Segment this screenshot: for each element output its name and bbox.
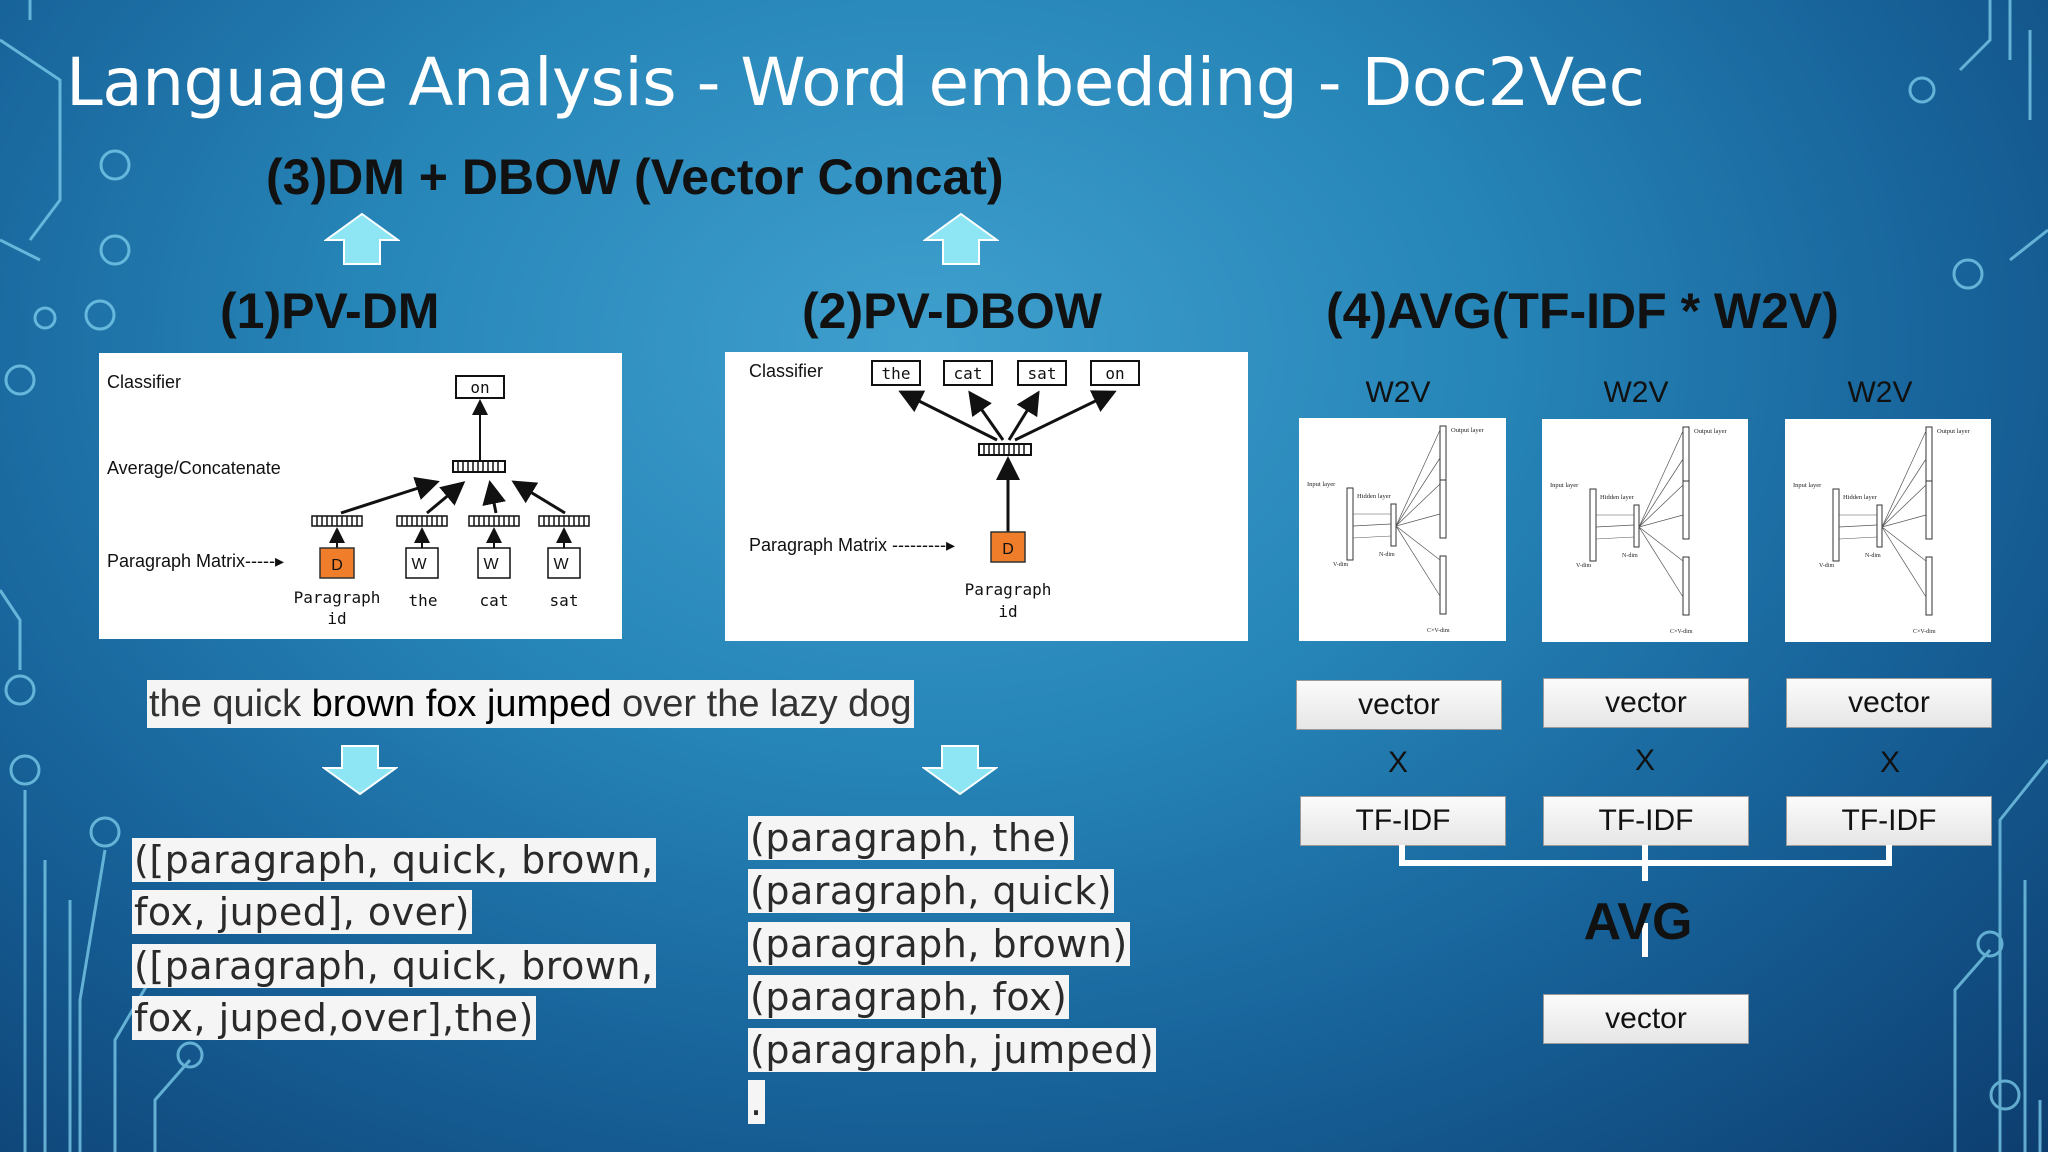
- svg-text:Hidden layer: Hidden layer: [1600, 494, 1635, 501]
- w-box-the: [405, 547, 439, 579]
- svg-text:C×V-dim: C×V-dim: [1670, 629, 1693, 635]
- down-arrow-left: [322, 745, 398, 796]
- svg-text:Output layer: Output layer: [1451, 427, 1485, 434]
- avg-connector: [1399, 845, 1892, 957]
- concat-vector: [452, 460, 506, 473]
- dbow-sample-4: (paragraph, fox): [748, 975, 1070, 1019]
- pv-dm-heading: (1)PV-DM: [220, 283, 440, 339]
- svg-text:Input layer: Input layer: [1793, 482, 1822, 489]
- d-box: [319, 547, 355, 579]
- classifier-label: Classifier: [107, 372, 181, 392]
- svg-text:N-dim: N-dim: [1622, 553, 1638, 559]
- dbow-sample-3: (paragraph, brown): [748, 922, 1130, 966]
- w-box-sat: [547, 547, 581, 579]
- word-cat: cat: [480, 591, 509, 610]
- tfidf-box-2: TF-IDF: [1543, 796, 1749, 846]
- vector-box-1: vector: [1296, 680, 1502, 730]
- slide-title: Language Analysis - Word embedding - Doc…: [66, 44, 1645, 121]
- times-sign-1: X: [1388, 746, 1409, 779]
- svg-text:V-dim: V-dim: [1819, 563, 1834, 569]
- word-the: the: [409, 591, 438, 610]
- avg-concat-label: Average/Concatenate: [107, 458, 281, 478]
- svg-text:Input layer: Input layer: [1307, 481, 1336, 488]
- dbow-sample-5: (paragraph, jumped): [748, 1028, 1157, 1072]
- combo-heading: (3)DM + DBOW (Vector Concat): [266, 149, 1004, 205]
- dm-sample-line-1: ([paragraph, quick, brown,: [132, 838, 656, 882]
- svg-text:id: id: [327, 609, 346, 628]
- up-arrow-left: [324, 212, 400, 265]
- classifier-label: Classifier: [749, 361, 823, 381]
- svg-text:Input layer: Input layer: [1550, 482, 1579, 489]
- w2v-label-2: W2V: [1603, 376, 1669, 409]
- paragraph-matrix-label: Paragraph Matrix-----▸: [107, 551, 284, 571]
- svg-text:N-dim: N-dim: [1379, 552, 1395, 558]
- svg-text:Hidden layer: Hidden layer: [1843, 494, 1878, 501]
- pv-dbow-heading: (2)PV-DBOW: [802, 283, 1102, 339]
- output-word-sat: sat: [1028, 364, 1057, 383]
- down-arrow-right: [922, 745, 998, 796]
- w2v-label-1: W2V: [1365, 376, 1431, 409]
- final-vector-box: vector: [1543, 994, 1749, 1044]
- word-sat: sat: [550, 591, 579, 610]
- sentence-part-1: the quick: [149, 683, 312, 725]
- svg-text:C×V-dim: C×V-dim: [1913, 629, 1936, 635]
- pv-dm-diagram: Classifier Average/Concatenate Paragraph…: [99, 353, 622, 639]
- svg-text:V-dim: V-dim: [1333, 562, 1348, 568]
- tfidf-box-3: TF-IDF: [1786, 796, 1992, 846]
- svg-text:Output layer: Output layer: [1937, 428, 1971, 435]
- output-word-cat: cat: [954, 364, 983, 383]
- hidden-vector: [978, 443, 1032, 456]
- example-sentence: the quick brown fox jumped over the lazy…: [147, 680, 914, 728]
- w-box-cat: [477, 547, 511, 579]
- dbow-sample-1: (paragraph, the): [748, 816, 1074, 860]
- svg-text:W: W: [483, 556, 499, 573]
- paragraph-matrix-label: Paragraph Matrix ---------▸: [749, 535, 955, 555]
- sentence-part-2: brown fox jumped: [311, 683, 612, 725]
- svg-text:D: D: [1002, 541, 1014, 558]
- dbow-sample-ellipsis: .: [748, 1080, 765, 1124]
- tfidf-box-1: TF-IDF: [1300, 796, 1506, 846]
- dbow-sample-2: (paragraph, quick): [748, 869, 1115, 913]
- avg-heading: (4)AVG(TF-IDF * W2V): [1326, 283, 1839, 339]
- output-word-box: [455, 375, 505, 399]
- svg-text:N-dim: N-dim: [1865, 553, 1881, 559]
- svg-text:W: W: [553, 556, 569, 573]
- dm-sample-line-4: fox, juped,over],the): [132, 996, 536, 1040]
- dm-sample-line-3: ([paragraph, quick, brown,: [132, 944, 656, 988]
- svg-text:C×V-dim: C×V-dim: [1427, 628, 1450, 634]
- up-arrow-right: [923, 212, 999, 265]
- paragraph-id-label: Paragraph: [294, 588, 381, 607]
- output-word: on: [470, 378, 489, 397]
- avg-label: AVG: [1583, 893, 1693, 951]
- w2v-label-3: W2V: [1847, 376, 1913, 409]
- svg-text:id: id: [998, 602, 1017, 621]
- svg-text:Hidden layer: Hidden layer: [1357, 493, 1392, 500]
- vector-box-2: vector: [1543, 678, 1749, 728]
- svg-text:D: D: [331, 557, 343, 574]
- svg-text:Output layer: Output layer: [1694, 428, 1728, 435]
- sentence-part-3: over the lazy dog: [611, 683, 912, 725]
- paragraph-id-label: Paragraph: [965, 580, 1052, 599]
- times-sign-2: X: [1635, 744, 1656, 777]
- svg-text:V-dim: V-dim: [1576, 563, 1591, 569]
- dm-sample-line-2: fox, juped], over): [132, 890, 472, 934]
- output-word-on: on: [1105, 364, 1124, 383]
- vector-box-3: vector: [1786, 678, 1992, 728]
- d-box: [990, 531, 1026, 563]
- svg-text:W: W: [411, 556, 427, 573]
- output-word-the: the: [882, 364, 911, 383]
- times-sign-3: X: [1880, 746, 1901, 779]
- pv-dbow-diagram: Classifier the cat sat on Paragraph Matr…: [725, 352, 1248, 641]
